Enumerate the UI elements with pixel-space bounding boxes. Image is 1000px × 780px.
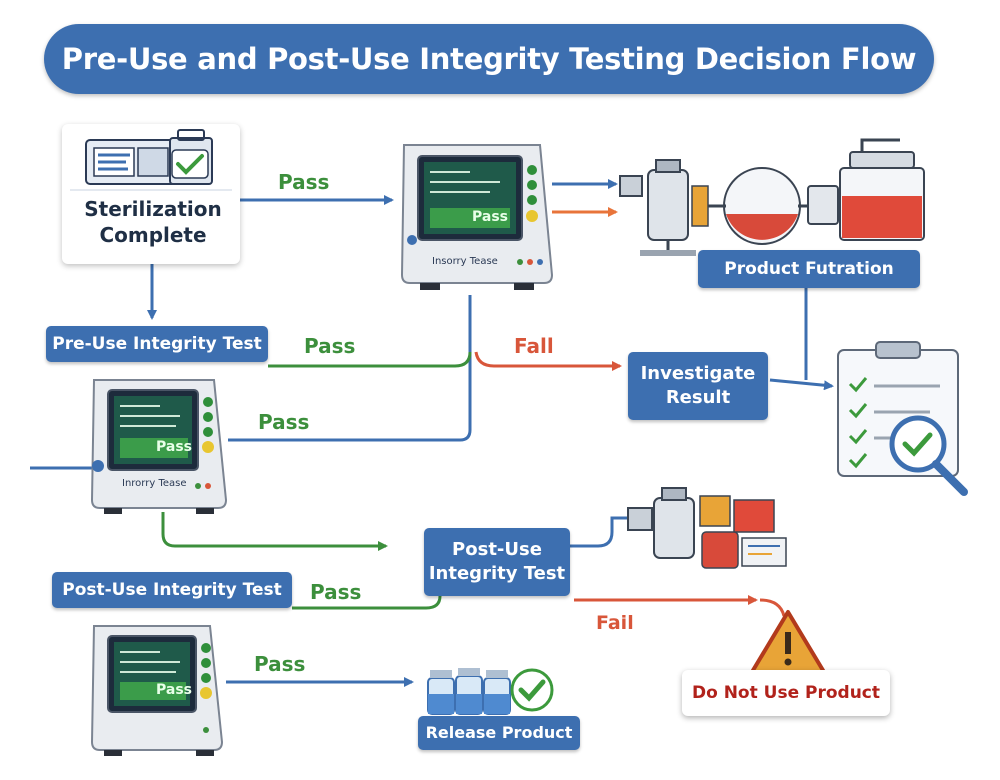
filter-assembly-icon [627,487,787,569]
process-vessel-icon [708,167,818,245]
tester-device-icon [90,625,224,756]
diagram-title: Pre-Use and Post-Use Integrity Testing D… [44,24,934,94]
pass-label-1: Pass [278,170,330,194]
filter-housing-icon [619,159,709,256]
pass-label-4: Pass [310,580,362,604]
arrow-investigate-checklist [769,378,834,391]
fail-label-2: Fail [596,612,634,634]
product-filtration-box: Product Futration [698,250,920,288]
line-postuse-pass [292,595,442,610]
magnifier-check-icon [889,415,968,496]
tester-device-icon [90,379,228,514]
tester-bottom-screen-text: Pass [156,682,192,698]
pass-label-3: Pass [258,410,310,434]
line-preuse-pass [268,351,472,368]
arrow-fail-investigate [474,351,622,371]
pre-use-integrity-test-box: Pre-Use Integrity Test [46,326,268,362]
do-not-use-product-box: Do Not Use Product [682,670,890,716]
post-use-integrity-test-center-box: Post-Use Integrity Test [424,528,570,596]
tester-middle-caption: Inrorry Tease [122,478,187,489]
fail-label-1: Fall [514,334,554,358]
release-product-box: Release Product [418,716,580,750]
line-device-vertical [228,295,472,442]
arrow-device-to-postuse [161,512,388,551]
post-use-integrity-test-box: Post-Use Integrity Test [52,572,292,608]
investigate-result-box: Investigate Result [628,352,768,420]
vials-icon [427,668,511,715]
tester-middle-screen-text: Pass [156,439,192,455]
tester-top-screen-text: Pass [472,209,508,225]
tester-top-caption: Insorry Tease [432,256,498,267]
sterilization-label: Sterilization Complete [84,197,222,247]
tester-device-icon [400,144,554,290]
collection-tank-icon [807,138,925,241]
line-postuse-equipment [570,516,628,548]
check-badge-icon [171,149,209,179]
pass-label-5: Pass [254,652,306,676]
pass-label-2: Pass [304,334,356,358]
approved-check-icon [510,668,554,712]
line-fail-warning-curve [759,598,786,617]
